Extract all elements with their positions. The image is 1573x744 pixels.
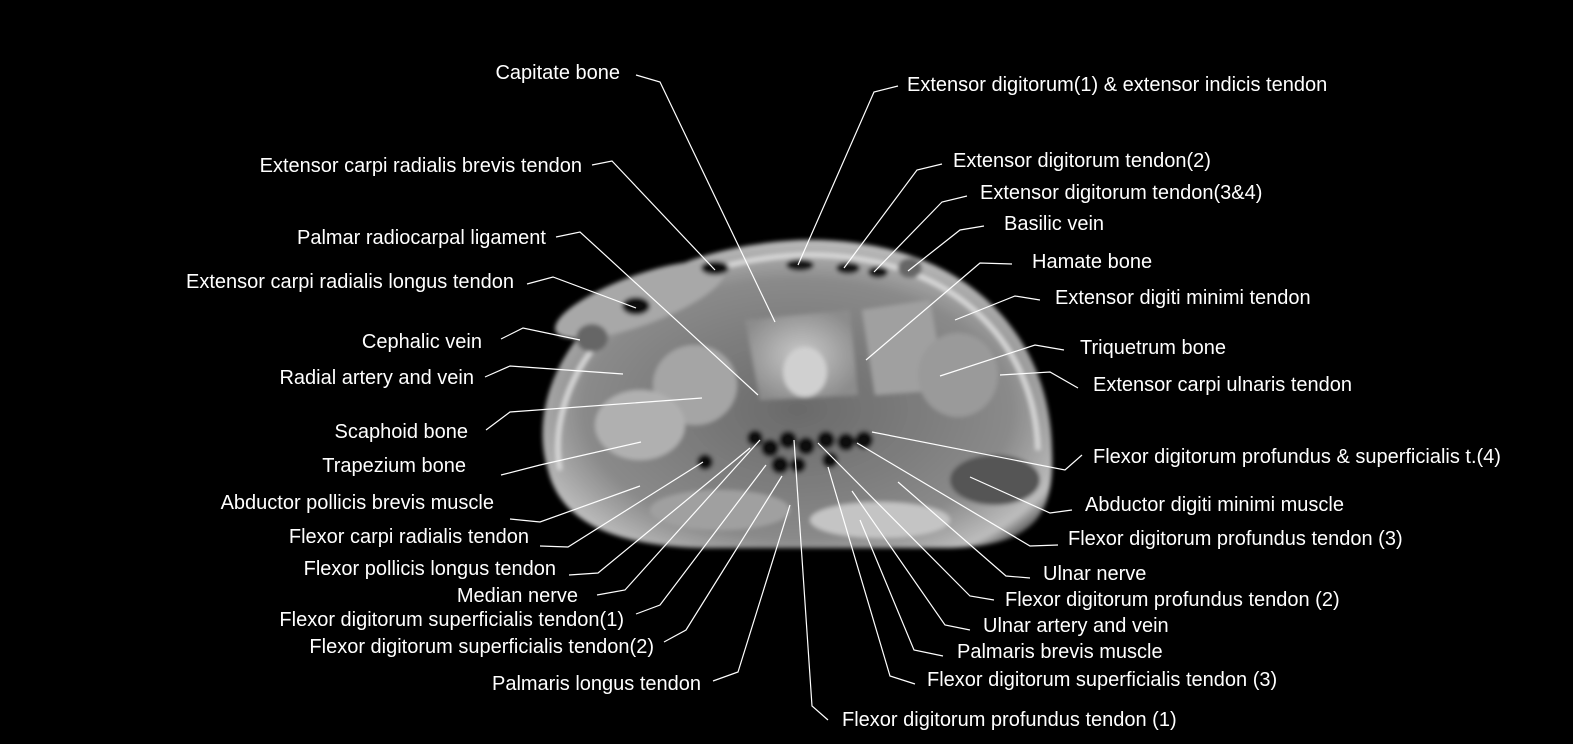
- right-anatomy-label: Flexor digitorum profundus & superficial…: [1093, 446, 1501, 468]
- right-anatomy-label: Basilic vein: [1004, 213, 1105, 235]
- leader-line: [500, 441, 642, 476]
- leader-line: [827, 466, 916, 685]
- leader-line: [843, 163, 943, 269]
- right-anatomy-label: Ulnar nerve: [1043, 563, 1147, 585]
- leader-line: [526, 276, 637, 309]
- left-anatomy-label: Scaphoid bone: [334, 421, 468, 443]
- leader-line: [865, 262, 1013, 361]
- leader-line: [635, 464, 767, 615]
- left-anatomy-label: Flexor digitorum superficialis tendon(2): [309, 636, 654, 658]
- wrist-cross-section: [542, 239, 1053, 548]
- right-anatomy-label: Flexor digitorum profundus tendon (2): [1005, 589, 1340, 611]
- left-anatomy-label: Flexor carpi radialis tendon: [288, 526, 529, 548]
- left-anatomy-label: Extensor carpi radialis longus tendon: [186, 271, 514, 293]
- leader-line: [568, 447, 751, 576]
- leader-line: [954, 295, 1041, 321]
- leader-line: [856, 442, 1059, 547]
- leader-line: [500, 327, 581, 341]
- left-anatomy-label: Palmaris longus tendon: [491, 673, 701, 695]
- left-anatomy-label: Palmar radiocarpal ligament: [296, 227, 546, 249]
- leader-line: [484, 365, 624, 378]
- left-anatomy-label: Cephalic vein: [361, 331, 482, 353]
- leader-line: [635, 74, 776, 323]
- right-anatomy-label: Extensor carpi ulnaris tendon: [1093, 374, 1353, 396]
- leader-line: [663, 475, 783, 643]
- left-anatomy-label: Median nerve: [456, 585, 578, 607]
- leader-line: [539, 461, 704, 548]
- leader-line: [999, 371, 1079, 389]
- leader-line: [793, 439, 829, 721]
- leader-line: [509, 485, 641, 523]
- leader-line: [485, 397, 703, 431]
- right-anatomy-label: Flexor digitorum profundus tendon (3): [1068, 528, 1403, 550]
- right-anatomy-label: Extensor digiti minimi tendon: [1055, 287, 1311, 309]
- left-anatomy-label: Flexor pollicis longus tendon: [303, 558, 556, 580]
- leader-line: [897, 481, 1031, 579]
- leader-line: [871, 431, 1083, 471]
- leader-line: [555, 231, 759, 396]
- left-anatomy-label: Extensor carpi radialis brevis tendon: [259, 155, 582, 177]
- right-anatomy-label: Palmaris brevis muscle: [957, 641, 1163, 663]
- right-anatomy-label: Extensor digitorum tendon(2): [953, 150, 1211, 172]
- leader-lines: [484, 74, 1083, 721]
- right-anatomy-label: Triquetrum bone: [1080, 337, 1226, 359]
- leader-line: [873, 195, 968, 273]
- leader-line: [712, 504, 791, 682]
- right-anatomy-label: Ulnar artery and vein: [983, 615, 1169, 637]
- leader-line: [591, 160, 716, 271]
- left-anatomy-label: Capitate bone: [495, 62, 620, 84]
- leader-line: [817, 442, 995, 601]
- right-anatomy-label: Flexor digitorum superficialis tendon (3…: [927, 669, 1278, 691]
- left-anatomy-label: Trapezium bone: [322, 455, 466, 477]
- leader-line: [851, 490, 971, 631]
- leader-line: [939, 344, 1065, 377]
- left-anatomy-label: Abductor pollicis brevis muscle: [220, 492, 494, 514]
- right-anatomy-label: Hamate bone: [1032, 251, 1153, 273]
- right-anatomy-label: Abductor digiti minimi muscle: [1085, 494, 1344, 516]
- leader-line: [969, 476, 1073, 514]
- leader-line: [797, 85, 899, 266]
- right-anatomy-label: Extensor digitorum(1) & extensor indicis…: [907, 74, 1328, 96]
- left-anatomy-label: Radial artery and vein: [279, 367, 474, 389]
- left-anatomy-label: Flexor digitorum superficialis tendon(1): [279, 609, 624, 631]
- leader-line: [596, 439, 761, 596]
- right-anatomy-label: Extensor digitorum tendon(3&4): [980, 182, 1263, 204]
- leader-line: [907, 225, 985, 272]
- leader-line: [859, 519, 944, 657]
- right-anatomy-label: Flexor digitorum profundus tendon (1): [842, 709, 1177, 731]
